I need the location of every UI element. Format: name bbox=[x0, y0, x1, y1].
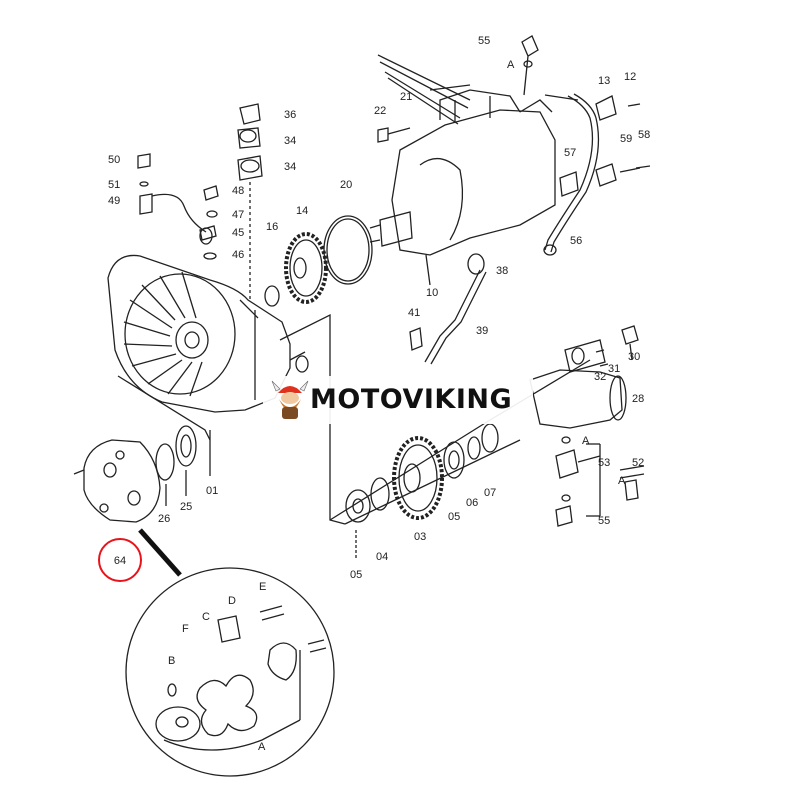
detail-label-c: C bbox=[202, 611, 210, 623]
label-07: 07 bbox=[484, 487, 496, 499]
label-28: 28 bbox=[632, 393, 644, 405]
washer bbox=[264, 285, 280, 307]
fitting bbox=[555, 449, 579, 479]
label-53: 53 bbox=[598, 457, 610, 469]
label-46: 46 bbox=[232, 249, 244, 261]
gear-train bbox=[295, 355, 499, 560]
hydraulic-pump bbox=[369, 89, 556, 286]
label-34b: 34 bbox=[284, 161, 296, 173]
detail-label-f: F bbox=[182, 623, 189, 635]
label-31: 31 bbox=[608, 363, 620, 375]
label-49: 49 bbox=[108, 195, 120, 207]
brand-name: MOTOVIKING bbox=[310, 384, 513, 415]
label-51: 51 bbox=[108, 179, 120, 191]
label-55-top: 55 bbox=[478, 35, 490, 47]
highlight-circle bbox=[98, 538, 142, 582]
label-03: 03 bbox=[414, 531, 426, 543]
label-25: 25 bbox=[180, 501, 192, 513]
coupling-detail bbox=[155, 605, 327, 751]
label-a-top: A bbox=[507, 59, 515, 71]
label-56: 56 bbox=[570, 235, 582, 247]
detail-label-d: D bbox=[228, 595, 236, 607]
label-21: 21 bbox=[400, 91, 412, 103]
detail-label-b: B bbox=[168, 655, 175, 667]
viking-mascot-icon bbox=[271, 380, 309, 419]
detail-label-a: A bbox=[258, 741, 266, 753]
label-26: 26 bbox=[158, 513, 170, 525]
label-48: 48 bbox=[232, 185, 244, 197]
hydraulic-pipe bbox=[544, 95, 594, 251]
label-55-bottom: 55 bbox=[598, 515, 610, 527]
label-52: 52 bbox=[632, 457, 644, 469]
label-59: 59 bbox=[620, 133, 632, 145]
label-32: 32 bbox=[594, 371, 606, 383]
label-58: 58 bbox=[638, 129, 650, 141]
label-12: 12 bbox=[624, 71, 636, 83]
label-22: 22 bbox=[374, 105, 386, 117]
bearing bbox=[175, 425, 197, 467]
label-20: 20 bbox=[340, 179, 352, 191]
starter-motor bbox=[529, 339, 627, 429]
label-a-right: A bbox=[582, 435, 590, 447]
label-38: 38 bbox=[496, 265, 508, 277]
label-36: 36 bbox=[284, 109, 296, 121]
detail-circle bbox=[125, 567, 335, 777]
bell-housing bbox=[107, 254, 291, 441]
brand-banner bbox=[263, 376, 533, 424]
dipstick-tube bbox=[424, 269, 481, 363]
oil-pressure-sensor bbox=[199, 103, 263, 300]
label-47: 47 bbox=[232, 209, 244, 221]
label-05b: 05 bbox=[448, 511, 460, 523]
label-14: 14 bbox=[296, 205, 308, 217]
snap-ring bbox=[155, 443, 175, 481]
label-39: 39 bbox=[476, 325, 488, 337]
label-05: 05 bbox=[350, 569, 362, 581]
label-57: 57 bbox=[564, 147, 576, 159]
label-a-right-2: A bbox=[618, 475, 626, 487]
drive-gear bbox=[284, 232, 328, 304]
label-13: 13 bbox=[598, 75, 610, 87]
label-01: 01 bbox=[206, 485, 218, 497]
label-41: 41 bbox=[408, 307, 420, 319]
label-16: 16 bbox=[266, 221, 278, 233]
label-34a: 34 bbox=[284, 135, 296, 147]
label-50: 50 bbox=[108, 154, 120, 166]
detail-label-e: E bbox=[259, 581, 266, 593]
label-45: 45 bbox=[232, 227, 244, 239]
speed-sensor bbox=[137, 153, 213, 245]
control-rod bbox=[377, 54, 471, 109]
label-30: 30 bbox=[628, 351, 640, 363]
label-10: 10 bbox=[426, 287, 438, 299]
label-06: 06 bbox=[466, 497, 478, 509]
label-04: 04 bbox=[376, 551, 388, 563]
label-64: 64 bbox=[114, 555, 126, 567]
flexible-coupling bbox=[73, 439, 161, 523]
o-ring bbox=[323, 215, 373, 285]
